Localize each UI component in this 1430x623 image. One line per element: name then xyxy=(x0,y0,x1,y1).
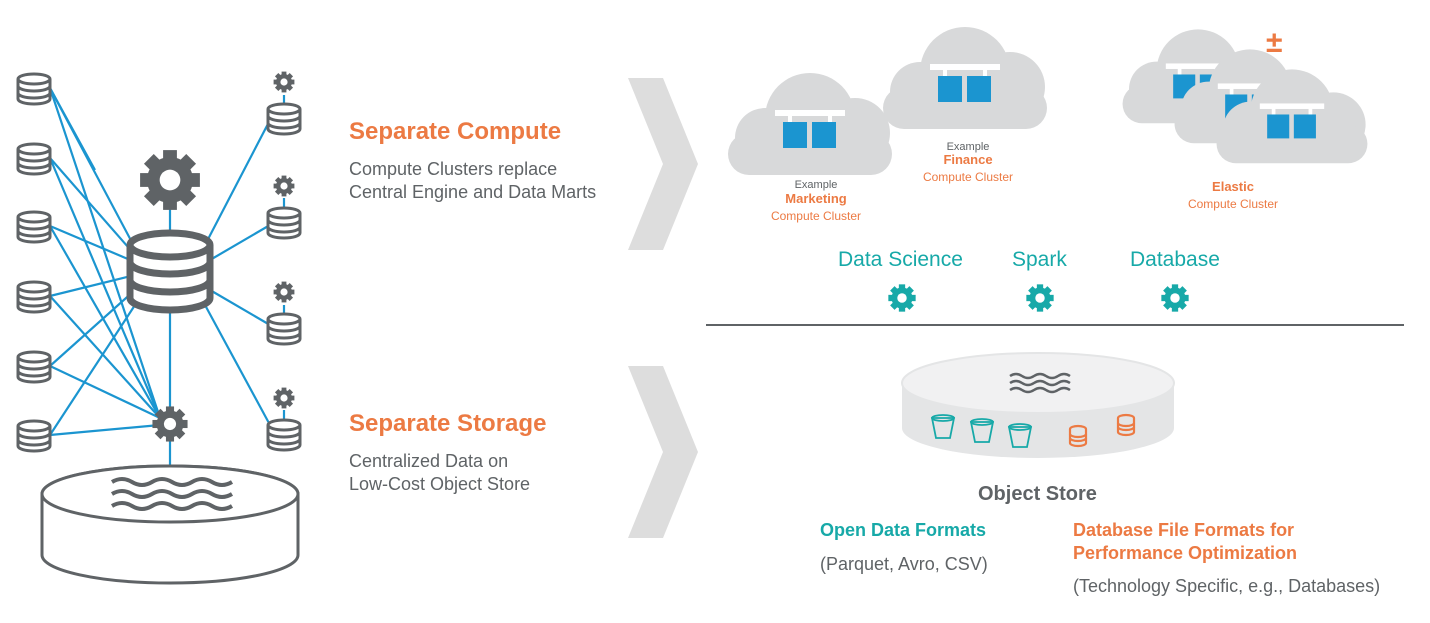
finance-cloud-icon xyxy=(883,27,1047,129)
legacy-storage-disk-icon xyxy=(40,464,300,585)
database-gear-icon xyxy=(1161,284,1189,312)
elastic-plus-minus-icon: ± xyxy=(1266,26,1283,59)
elastic-clouds-icon xyxy=(1122,29,1368,164)
db-formats-title-line2: Performance Optimization xyxy=(1073,543,1298,563)
spark-gear-icon xyxy=(1026,284,1054,312)
storage-description-line1: Centralized Data on xyxy=(349,451,509,471)
left-database-column xyxy=(16,72,52,453)
central-engine-gear-icon xyxy=(140,150,200,210)
separate-compute-title: Separate Compute xyxy=(349,118,562,145)
open-data-formats-title: Open Data Formats xyxy=(820,520,987,540)
storage-description-line2: Low-Cost Object Store xyxy=(349,474,531,494)
marketing-example-label: Example xyxy=(794,179,838,191)
data-science-gear-icon xyxy=(888,284,916,312)
open-data-formats-detail: (Parquet, Avro, CSV) xyxy=(820,554,988,574)
finance-cluster-name: Finance xyxy=(943,152,993,167)
compute-description-line1: Compute Clusters replace xyxy=(349,159,558,179)
engine-spark-label: Spark xyxy=(1012,248,1067,271)
engine-data-science-label: Data Science xyxy=(838,248,963,271)
finance-cluster-sub: Compute Cluster xyxy=(922,170,1014,184)
right-database-column xyxy=(266,71,302,452)
object-store-disk-icon xyxy=(901,352,1175,458)
storage-chevron-icon xyxy=(628,366,698,538)
elastic-cluster-sub: Compute Cluster xyxy=(1187,197,1279,211)
elastic-cluster-name: Elastic xyxy=(1212,179,1254,194)
marketing-cluster-name: Marketing xyxy=(785,191,847,206)
separate-storage-title: Separate Storage xyxy=(349,410,547,437)
compute-description-line2: Central Engine and Data Marts xyxy=(349,182,597,202)
marketing-cluster-sub: Compute Cluster xyxy=(770,209,862,223)
central-database-icon xyxy=(126,229,214,314)
marketing-cloud-icon xyxy=(728,73,892,175)
finance-example-label: Example xyxy=(946,141,990,153)
db-formats-detail: (Technology Specific, e.g., Databases) xyxy=(1073,576,1381,596)
engine-database-label: Database xyxy=(1130,248,1220,271)
db-formats-title-line1: Database File Formats for xyxy=(1073,520,1295,540)
compute-chevron-icon xyxy=(628,78,698,250)
storage-gear-icon xyxy=(152,406,188,442)
object-store-title: Object Store xyxy=(978,483,1097,505)
